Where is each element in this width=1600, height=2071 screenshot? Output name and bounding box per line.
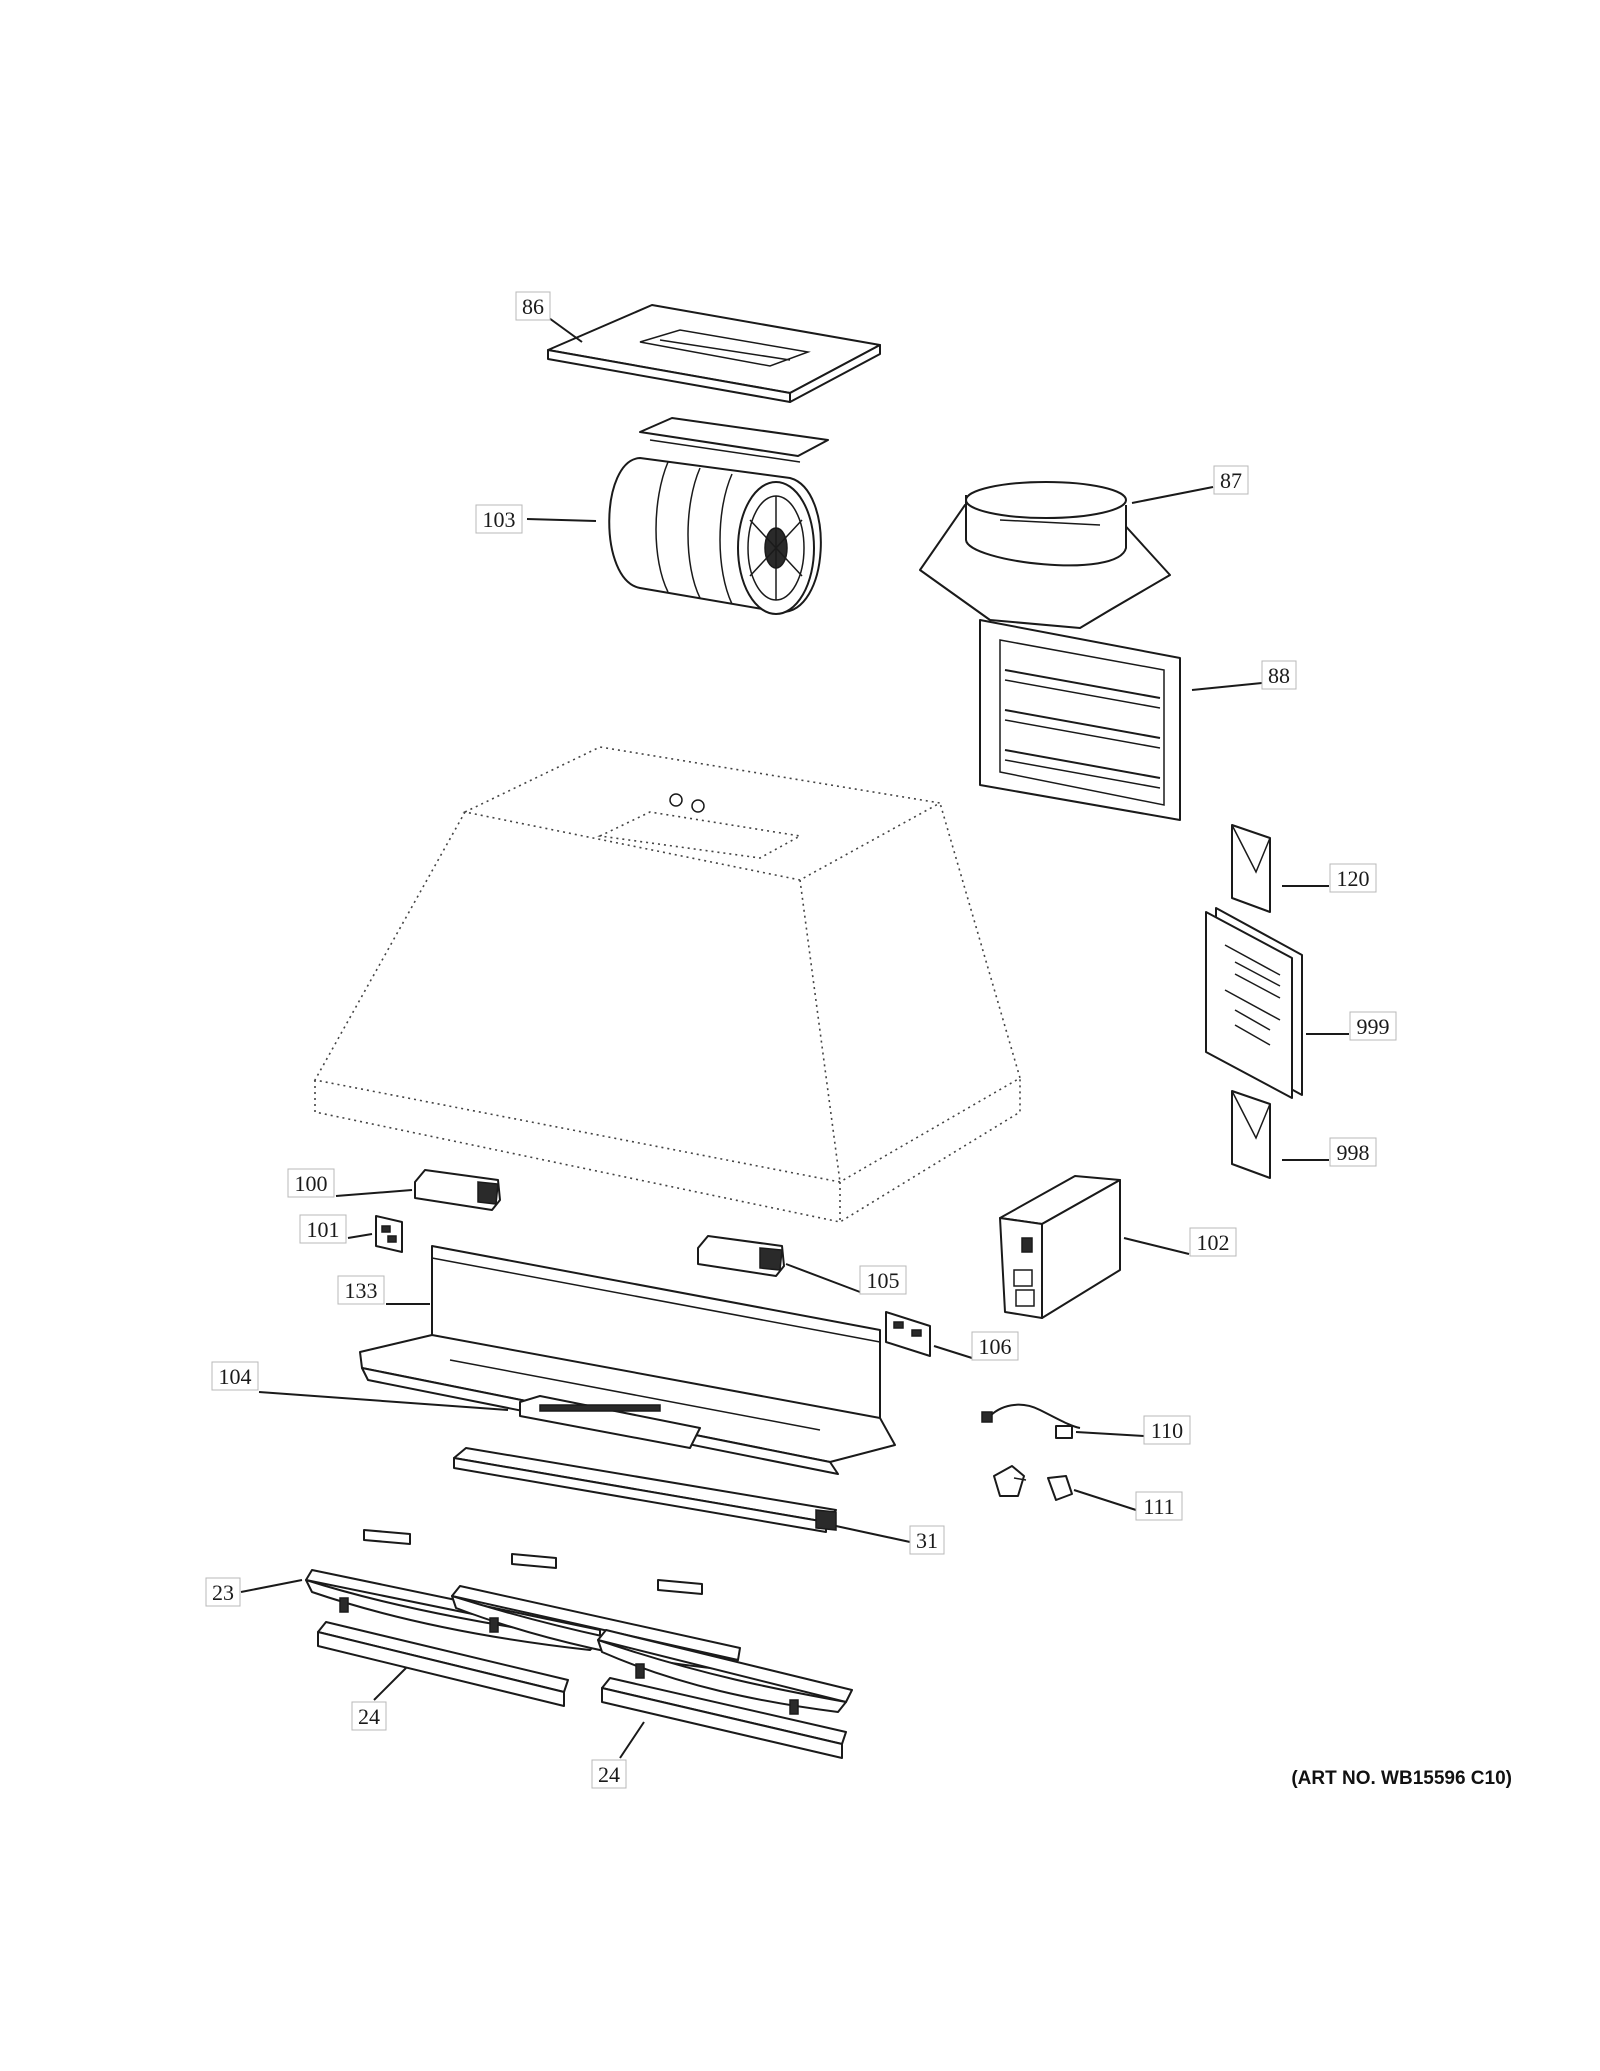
part-102-electrical-box	[999, 1175, 1121, 1319]
callout-31: 31	[909, 1525, 945, 1555]
part-110-harness	[981, 1403, 1081, 1439]
callouts: 86 103 87 88 120 999 998 100	[205, 291, 1397, 1789]
svg-text:998: 998	[1337, 1140, 1370, 1165]
svg-text:101: 101	[307, 1217, 340, 1242]
callout-100: 100	[287, 1168, 335, 1198]
part-111-connectors	[993, 1465, 1073, 1501]
part-87-duct-transition	[919, 481, 1171, 629]
svg-text:87: 87	[1220, 468, 1242, 493]
svg-text:23: 23	[212, 1580, 234, 1605]
svg-text:111: 111	[1143, 1494, 1174, 1519]
svg-text:100: 100	[295, 1171, 328, 1196]
callout-110: 110	[1143, 1415, 1191, 1445]
callout-24-left: 24	[351, 1701, 387, 1731]
part-120-envelope	[1231, 824, 1271, 913]
callout-101: 101	[299, 1214, 347, 1244]
part-23-filters	[305, 1569, 853, 1715]
leader-lines	[240, 317, 1349, 1759]
callout-999: 999	[1349, 1011, 1397, 1041]
svg-text:133: 133	[345, 1278, 378, 1303]
callout-106: 106	[971, 1331, 1019, 1361]
part-100-light	[414, 1169, 501, 1211]
svg-text:24: 24	[358, 1704, 380, 1729]
part-104-tray	[359, 1334, 896, 1475]
svg-text:103: 103	[483, 507, 516, 532]
part-999-manual	[1205, 907, 1303, 1099]
svg-text:120: 120	[1337, 866, 1370, 891]
callout-23: 23	[205, 1577, 241, 1607]
art-number: (ART NO. WB15596 C10)	[1291, 1768, 1512, 1789]
svg-text:104: 104	[219, 1364, 252, 1389]
part-88-damper-frame	[979, 619, 1181, 821]
clips	[363, 1529, 703, 1595]
part-24-trim-right	[601, 1677, 847, 1759]
callout-87: 87	[1213, 465, 1249, 495]
callout-24-right: 24	[591, 1759, 627, 1789]
svg-text:110: 110	[1151, 1418, 1183, 1443]
callout-86: 86	[515, 291, 551, 321]
part-998-envelope	[1231, 1090, 1271, 1179]
hood-outline	[313, 746, 1021, 1223]
part-24-trim-left	[317, 1621, 569, 1707]
callout-120: 120	[1329, 863, 1377, 893]
callout-111: 111	[1135, 1491, 1183, 1521]
part-101-board	[375, 1215, 403, 1253]
svg-text:106: 106	[979, 1334, 1012, 1359]
callout-103: 103	[475, 504, 523, 534]
svg-text:86: 86	[522, 294, 544, 319]
callout-104: 104	[211, 1361, 259, 1391]
svg-text:24: 24	[598, 1762, 620, 1787]
part-105-light	[697, 1235, 785, 1277]
part-31-bar	[453, 1447, 837, 1533]
callout-133: 133	[337, 1275, 385, 1305]
part-86-top-plate	[547, 304, 881, 403]
svg-text:999: 999	[1357, 1014, 1390, 1039]
svg-text:88: 88	[1268, 663, 1290, 688]
callout-998: 998	[1329, 1137, 1377, 1167]
part-103-blower	[608, 417, 829, 615]
callout-102: 102	[1189, 1227, 1237, 1257]
svg-text:105: 105	[867, 1268, 900, 1293]
callout-105: 105	[859, 1265, 907, 1295]
part-106-board	[885, 1311, 931, 1357]
callout-88: 88	[1261, 660, 1297, 690]
svg-text:102: 102	[1197, 1230, 1230, 1255]
svg-text:31: 31	[916, 1528, 938, 1553]
